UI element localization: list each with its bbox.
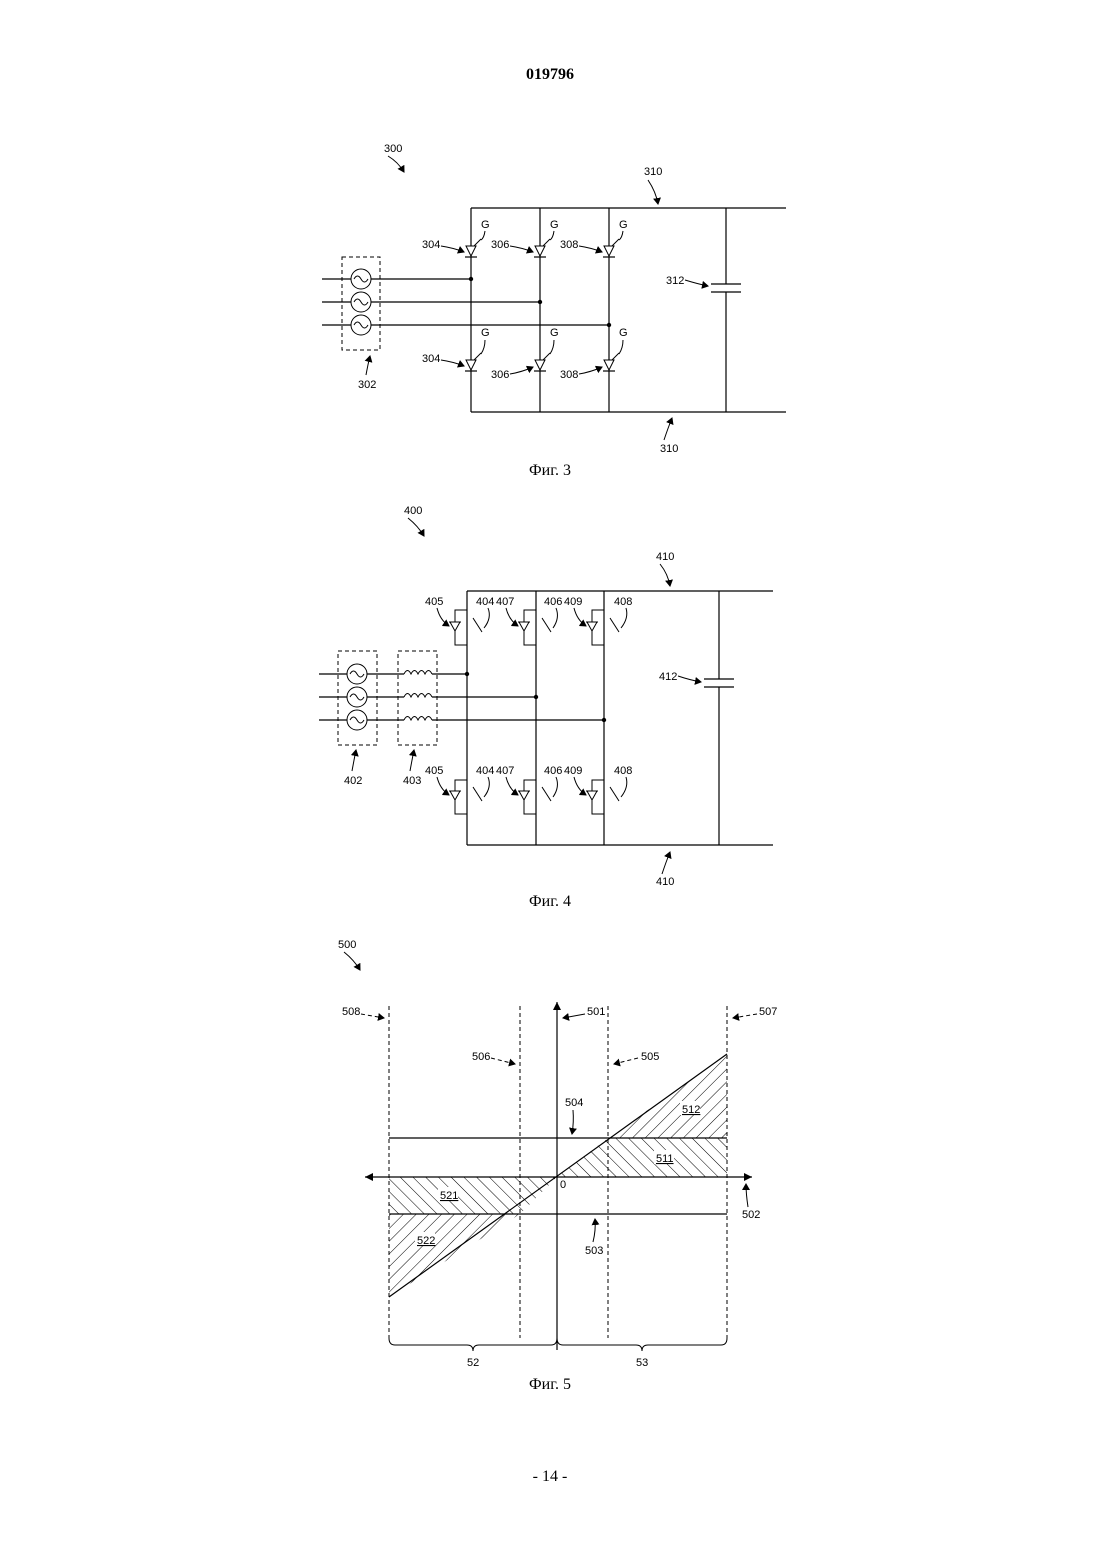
fig4-diode-label: 407 <box>496 765 514 777</box>
fig4-switch-label: 408 <box>614 596 632 608</box>
fig4-diode-label: 405 <box>425 596 443 608</box>
fig3-thyristor-top-3 <box>603 239 619 257</box>
figure-4-diagram: 400 410 410 412 402 403 <box>0 498 1100 898</box>
figure-5: 500 0 508 506 501 505 507 504 503 502 51… <box>0 930 1100 1370</box>
fig4-bus-top-label: 410 <box>656 551 674 563</box>
fig3-source-box <box>342 257 380 350</box>
fig4-capacitor-label: 412 <box>659 671 677 683</box>
fig5-range-53-label: 53 <box>636 1357 648 1369</box>
fig5-region-511-label: 511 <box>656 1153 674 1165</box>
fig4-switch-label: 404 <box>476 765 494 777</box>
fig5-upper-limit-label: 504 <box>565 1097 583 1109</box>
fig5-region-521-label: 521 <box>440 1190 458 1202</box>
fig3-ref-label: 300 <box>384 143 402 155</box>
fig3-thyristor-top-2 <box>534 239 550 257</box>
fig3-thyristor-bottom-3 <box>603 353 619 371</box>
fig5-x-axis-label: 502 <box>742 1209 760 1221</box>
fig4-switch-label: 406 <box>544 765 562 777</box>
fig3-bus-top-label: 310 <box>644 166 662 178</box>
fig4-bus-bottom-label: 410 <box>656 876 674 888</box>
fig4-diode-label: 405 <box>425 765 443 777</box>
page-number: - 14 - <box>0 1468 1100 1486</box>
figure-3-caption: Фиг. 3 <box>0 462 1100 480</box>
figure-5-caption: Фиг. 5 <box>0 1376 1100 1394</box>
fig5-origin-label: 0 <box>560 1179 566 1191</box>
fig4-switch-label: 406 <box>544 596 562 608</box>
fig4-diode-label: 409 <box>564 765 582 777</box>
fig3-switch-label: 306 <box>491 369 509 381</box>
fig3-capacitor-label: 312 <box>666 275 684 287</box>
figure-3-diagram: 300 310 310 312 302 <box>0 130 1100 460</box>
fig3-gate-label: G <box>481 219 490 231</box>
fig5-region-522-label: 522 <box>417 1235 435 1247</box>
fig4-inductor-icon <box>404 694 432 698</box>
fig4-switch-bottom-3 <box>586 720 619 845</box>
fig4-ref-label: 400 <box>404 505 422 517</box>
fig5-line-507-label: 507 <box>759 1006 777 1018</box>
fig3-switch-label: 304 <box>422 239 440 251</box>
fig5-line-508-label: 508 <box>342 1006 360 1018</box>
fig3-switch-label: 306 <box>491 239 509 251</box>
figure-5-diagram: 500 0 508 506 501 505 507 504 503 502 51… <box>0 930 1100 1370</box>
fig5-range-52-label: 52 <box>467 1357 479 1369</box>
figure-3: 300 310 310 312 302 <box>0 130 1100 460</box>
fig3-switch-label: 304 <box>422 353 440 365</box>
fig5-brace-52 <box>389 1338 557 1351</box>
fig4-inductor-box <box>398 651 437 745</box>
fig4-switch-bottom-1 <box>449 674 482 845</box>
fig4-diode-label: 407 <box>496 596 514 608</box>
fig5-region-522 <box>389 1214 520 1297</box>
fig4-source-label: 402 <box>344 775 362 787</box>
figure-4-caption: Фиг. 4 <box>0 893 1100 911</box>
fig5-line-506-label: 506 <box>472 1051 490 1063</box>
fig4-switch-top-3 <box>586 591 619 720</box>
fig4-switch-label: 404 <box>476 596 494 608</box>
fig3-bus-bottom-label: 310 <box>660 443 678 455</box>
fig4-inductor-icon <box>404 717 432 721</box>
fig4-inductor-icon <box>404 671 432 675</box>
fig3-thyristor-bottom-2 <box>534 353 550 371</box>
fig3-thyristor-bottom-1 <box>465 353 481 371</box>
fig3-switch-label: 308 <box>560 239 578 251</box>
fig3-gate-label: G <box>481 327 490 339</box>
fig3-switch-label: 308 <box>560 369 578 381</box>
fig4-switch-label: 408 <box>614 765 632 777</box>
fig5-ref-label: 500 <box>338 939 356 951</box>
fig5-lower-limit-label: 503 <box>585 1245 603 1257</box>
fig5-region-521 <box>389 1177 557 1214</box>
fig5-brace-53 <box>557 1338 727 1351</box>
fig5-y-axis-label: 501 <box>587 1006 605 1018</box>
figure-4: 400 410 410 412 402 403 <box>0 498 1100 898</box>
document-number: 019796 <box>0 66 1100 84</box>
fig4-diode-label: 409 <box>564 596 582 608</box>
fig3-source-label: 302 <box>358 379 376 391</box>
fig5-region-512-label: 512 <box>682 1104 700 1116</box>
fig3-gate-label: G <box>550 219 559 231</box>
fig3-gate-label: G <box>550 327 559 339</box>
fig3-thyristor-top-1 <box>465 239 481 257</box>
fig3-gate-label: G <box>619 327 628 339</box>
fig3-gate-label: G <box>619 219 628 231</box>
fig5-line-505-label: 505 <box>641 1051 659 1063</box>
fig4-inductor-label: 403 <box>403 775 421 787</box>
